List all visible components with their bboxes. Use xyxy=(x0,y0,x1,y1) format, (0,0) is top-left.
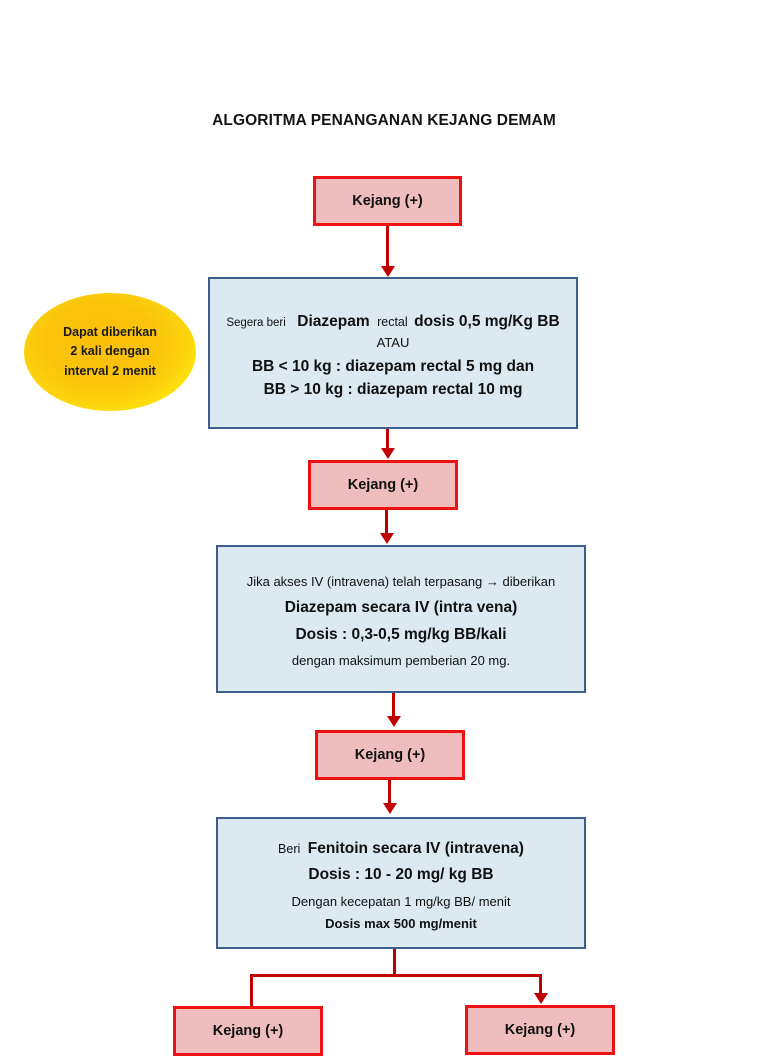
step-fenitoin-line-1: Beri Fenitoin secara IV (intravena) xyxy=(218,838,584,859)
step-diazepam-rectal-line-3: BB < 10 kg : diazepam rectal 5 mg dan xyxy=(251,357,535,375)
step-diazepam-iv: Jika akses IV (intravena) telah terpasan… xyxy=(216,545,586,693)
connector-branch-right-line xyxy=(539,974,542,996)
connector-3-line xyxy=(385,510,388,535)
step-fenitoin-line-2: Dosis : 10 - 20 mg/ kg BB xyxy=(308,866,494,884)
step-fenitoin-line-4: Dosis max 500 mg/menit xyxy=(325,915,477,931)
connector-5-arrowhead xyxy=(382,803,397,814)
note-ellipse-line-2: 2 kali dengan xyxy=(70,344,150,359)
step-diazepam-iv-line-4: dengan maksimum pemberian 20 mg. xyxy=(291,652,511,668)
step-fenitoin-line-3: Dengan kecepatan 1 mg/kg BB/ menit xyxy=(291,893,511,909)
connector-1-arrowhead xyxy=(380,266,395,277)
step-diazepam-iv-line-2: Diazepam secara IV (intra vena) xyxy=(284,599,518,617)
connector-1-line xyxy=(386,226,389,270)
step-fenitoin-l1b: Fenitoin secara IV (intravena) xyxy=(307,839,524,857)
flowchart-canvas: ALGORITMA PENANGANAN KEJANG DEMAM Kejang… xyxy=(24,112,615,1056)
node-kejang-left: Kejang (+) xyxy=(173,1006,323,1056)
step-diazepam-iv-line-1: Jika akses IV (intravena) telah terpasan… xyxy=(246,573,556,589)
node-kejang-1: Kejang (+) xyxy=(313,176,462,226)
connector-branch-stem xyxy=(393,949,396,977)
node-kejang-3-label: Kejang (+) xyxy=(354,747,426,763)
step-diazepam-rectal-l1a: Segera beri xyxy=(226,317,286,330)
note-ellipse-line-1: Dapat diberikan xyxy=(63,324,157,339)
step-fenitoin: Beri Fenitoin secara IV (intravena) Dosi… xyxy=(216,817,586,949)
node-kejang-2: Kejang (+) xyxy=(308,460,458,510)
connector-branch-right-arrowhead xyxy=(533,993,548,1004)
step-diazepam-rectal: Segera beri Diazepam rectal dosis 0,5 mg… xyxy=(208,277,578,429)
step-diazepam-rectal-l1b: Diazepam xyxy=(297,313,370,331)
connector-4-line xyxy=(392,693,395,718)
step-diazepam-rectal-l1d: dosis 0,5 mg/Kg BB xyxy=(414,313,560,331)
node-kejang-right-label: Kejang (+) xyxy=(504,1022,576,1038)
step-diazepam-rectal-line-1: Segera beri Diazepam rectal dosis 0,5 mg… xyxy=(210,311,576,332)
step-fenitoin-l1a: Beri xyxy=(278,841,301,856)
connector-3-arrowhead xyxy=(379,533,394,544)
page-title: ALGORITMA PENANGANAN KEJANG DEMAM xyxy=(212,112,556,129)
connector-branch-horizontal xyxy=(250,974,542,977)
step-diazepam-rectal-line-4: BB > 10 kg : diazepam rectal 10 mg xyxy=(263,381,523,399)
connector-4-arrowhead xyxy=(386,716,401,727)
connector-2-arrowhead xyxy=(380,448,395,459)
step-diazepam-iv-line-3: Dosis : 0,3-0,5 mg/kg BB/kali xyxy=(295,625,507,643)
node-kejang-left-label: Kejang (+) xyxy=(212,1023,284,1039)
connector-2-line xyxy=(386,429,389,449)
node-kejang-right: Kejang (+) xyxy=(465,1005,615,1055)
connector-5-line xyxy=(388,780,391,805)
node-kejang-3: Kejang (+) xyxy=(315,730,465,780)
note-ellipse: Dapat diberikan 2 kali dengan interval 2… xyxy=(24,293,196,411)
note-ellipse-line-3: interval 2 menit xyxy=(64,363,156,378)
connector-branch-left-line xyxy=(250,974,253,1006)
node-kejang-2-label: Kejang (+) xyxy=(347,477,419,493)
node-kejang-1-label: Kejang (+) xyxy=(352,193,423,209)
step-diazepam-rectal-line-2: ATAU xyxy=(376,334,410,350)
step-diazepam-rectal-l1c: rectal xyxy=(377,315,408,330)
